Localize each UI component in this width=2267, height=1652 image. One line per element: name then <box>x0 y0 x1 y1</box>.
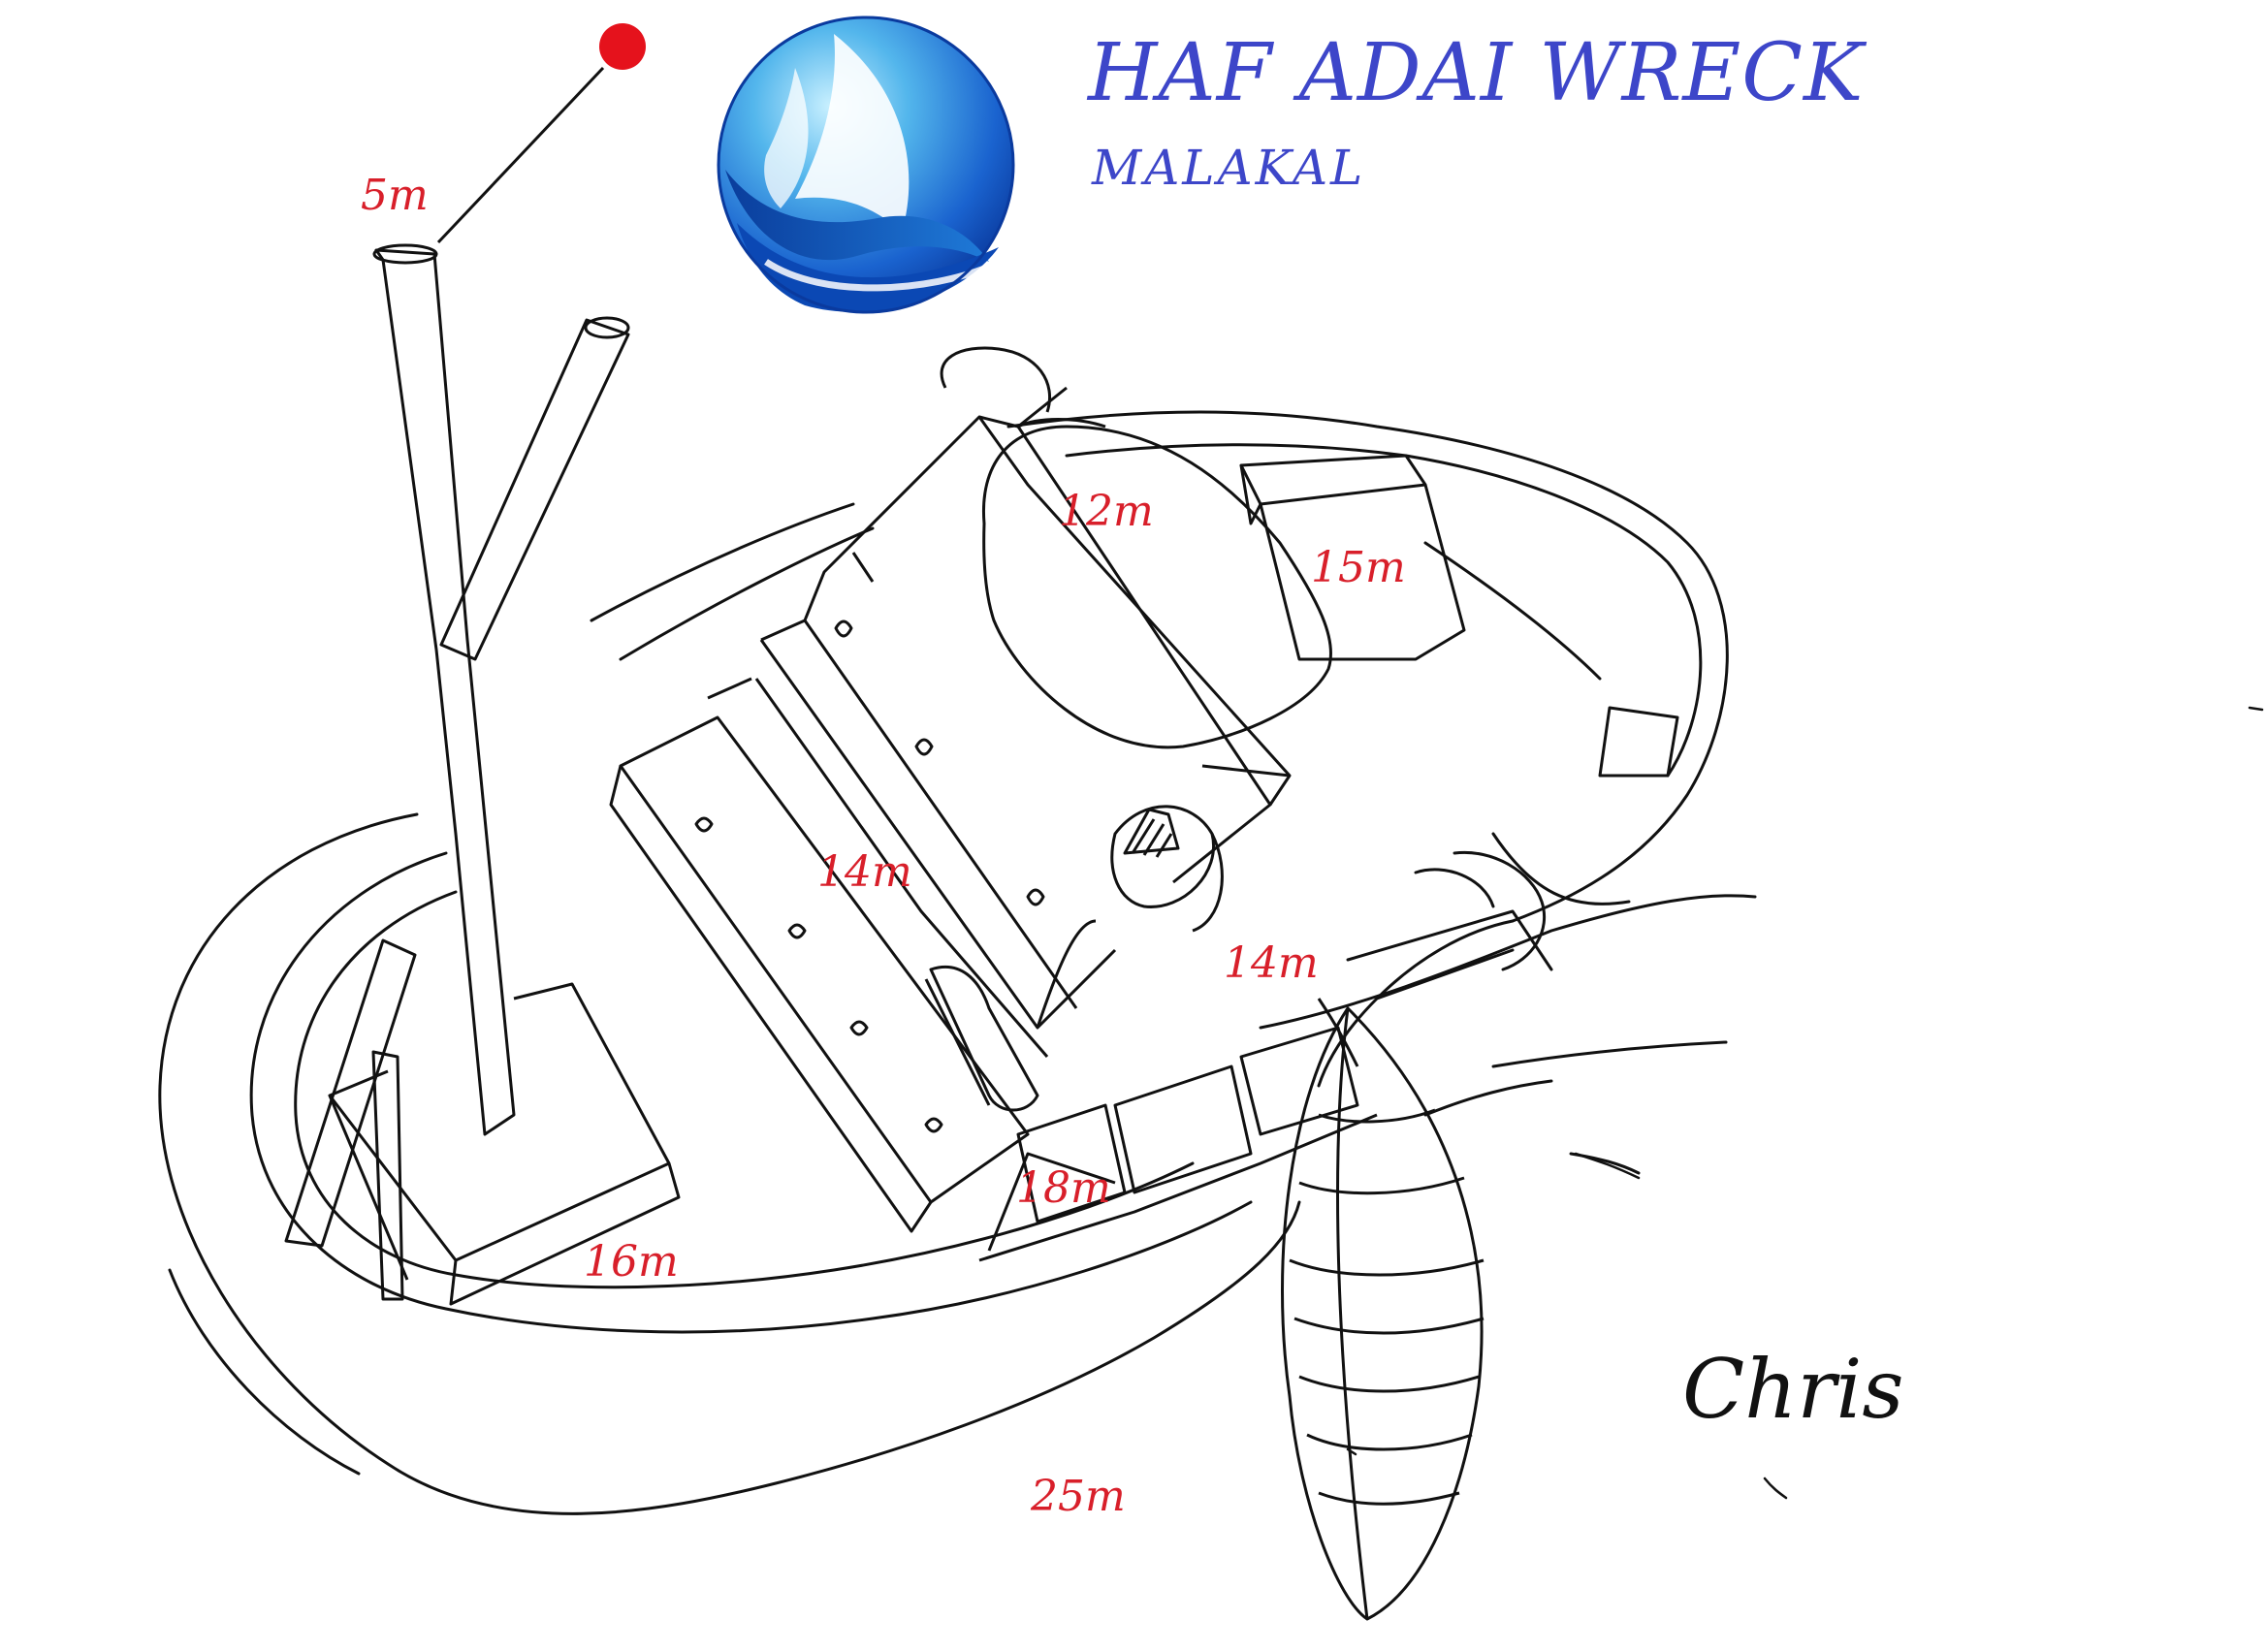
depth-label-buoy: 5m <box>361 171 429 220</box>
depth-label-stern-hold: 16m <box>584 1237 679 1287</box>
depth-label-seabed: 25m <box>1031 1472 1126 1521</box>
buoy-line <box>436 66 605 244</box>
map-title: HAF ADAI WRECK <box>1088 27 1865 119</box>
superstructure <box>609 677 1049 1233</box>
depth-label-deck-rear: 14m <box>1224 938 1319 988</box>
funnel <box>1239 454 1466 661</box>
hull-outline <box>158 410 1757 1515</box>
bridge-house <box>759 346 1333 1030</box>
stern-hold <box>328 982 681 1306</box>
depth-label-aft-deck: 18m <box>1016 1163 1111 1213</box>
depth-label-funnel: 15m <box>1311 543 1406 592</box>
depth-label-deck-side: 14m <box>817 847 912 897</box>
masts <box>284 243 630 1301</box>
sketch-marks <box>1346 706 2264 1500</box>
lifeboat <box>1281 1006 1485 1621</box>
map-subtitle: MALAKAL <box>1092 140 1366 196</box>
red-buoy-icon <box>599 23 646 70</box>
depth-label-bridge-top: 12m <box>1059 487 1154 536</box>
artist-signature: Chris <box>1682 1342 1904 1437</box>
aft-deck-cabins <box>924 965 1378 1262</box>
sailboat-globe-logo <box>717 16 1015 314</box>
